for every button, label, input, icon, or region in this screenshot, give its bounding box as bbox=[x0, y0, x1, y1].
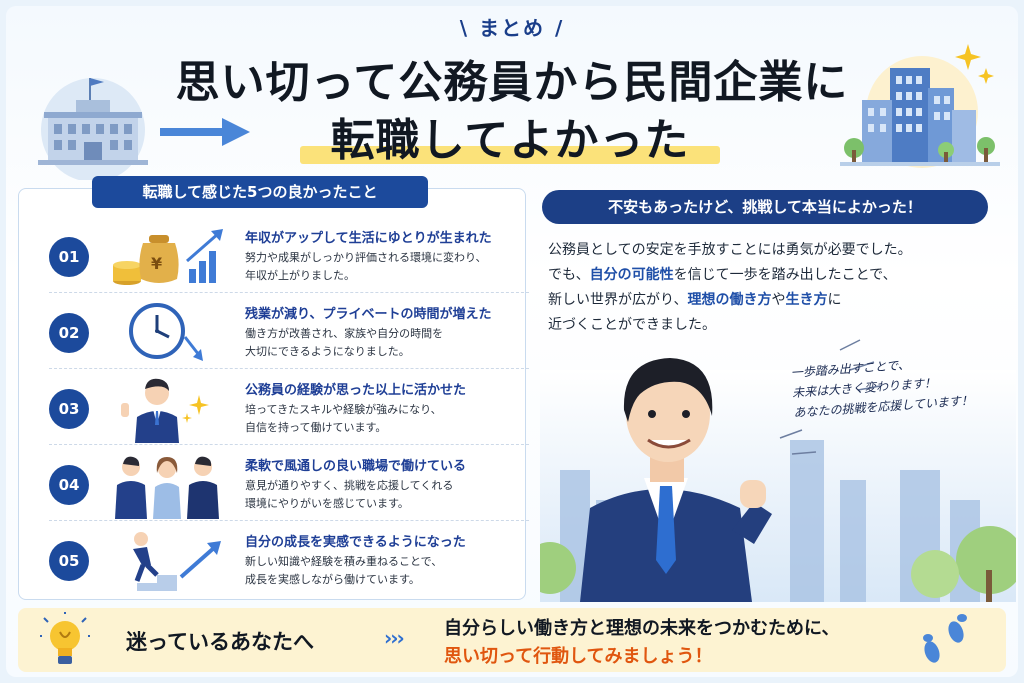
benefit-description-line2: 自信を持って働けています。 bbox=[245, 421, 387, 434]
benefit-item-4: 04 柔軟で風通しの良い職場で働けている 意見が通りやすく、挑戦を応援してくれる… bbox=[49, 445, 529, 521]
benefit-item-5: 05 自分の成長を実感できるようになった 新しい知識や経験を積み重ねることで、 … bbox=[49, 521, 529, 597]
benefit-heading: 年収がアップして生活にゆとりが生まれた bbox=[245, 231, 492, 246]
benefit-number: 03 bbox=[49, 389, 89, 429]
benefit-description-line2: 成長を実感しながら働けています。 bbox=[245, 573, 420, 586]
benefits-tag: 転職して感じた5つの良かったこと bbox=[92, 176, 428, 208]
benefit-description-line2: 環境にやりがいを感じています。 bbox=[245, 497, 409, 510]
message-emphasis: 生き方 bbox=[785, 292, 828, 308]
cta-line1: 自分らしい働き方と理想の未来をつかむために、 bbox=[444, 618, 840, 639]
message-text: 新しい世界が広がり、 bbox=[548, 292, 688, 308]
benefit-description-line1: 働き方が改善され、家族や自分の時間を bbox=[245, 327, 444, 340]
benefit-number: 05 bbox=[49, 541, 89, 581]
benefit-heading: 残業が減り、プライベートの時間が増えた bbox=[245, 307, 492, 322]
title-highlight bbox=[300, 146, 720, 164]
sparkle-right-icon: / bbox=[555, 16, 565, 40]
footprints-icon bbox=[923, 614, 967, 663]
message-line4: 近づくことができました。 bbox=[548, 317, 716, 333]
benefits-panel: 01 ¥ 年収がアップして生活にゆとりが生まれた 努力や成果がしっかり評価される… bbox=[18, 188, 529, 600]
arrow-right-icon bbox=[160, 118, 250, 146]
benefit-description-line1: 努力や成果がしっかり評価される環境に変わり、 bbox=[245, 251, 487, 264]
benefit-heading: 柔軟で風通しの良い職場で働けている bbox=[245, 459, 467, 474]
benefit-heading: 公務員の経験が思った以上に活かせた bbox=[245, 383, 467, 398]
benefit-description-line1: 意見が通りやすく、挑戦を応援してくれる bbox=[245, 479, 454, 492]
businessman-icon bbox=[121, 378, 209, 443]
benefit-description-line2: 大切にできるようになりました。 bbox=[245, 345, 410, 358]
message-text: を信じて一歩を踏み出したことで、 bbox=[673, 267, 897, 283]
message-tag: 不安もあったけど、挑戦して本当によかった！ bbox=[542, 190, 988, 224]
money-bag-icon: ¥ bbox=[113, 229, 223, 285]
message-text: や bbox=[771, 292, 786, 308]
climbing-stairs-icon bbox=[107, 532, 221, 591]
chevrons-right-icon: ››› bbox=[384, 626, 405, 650]
benefit-item-3: 03 公務員の経験が思った以上に活かせた 培ってきたスキルや経験が強みになり、 … bbox=[49, 369, 529, 445]
cta-banner bbox=[18, 608, 1006, 672]
benefit-description: 意見が通りやすく、挑戦を応援してくれる 環境にやりがいを感じています。 bbox=[245, 477, 535, 513]
benefit-number: 01 bbox=[49, 237, 89, 277]
message-body: 公務員としての安定を手放すことには勇気が必要でした。 でも、自分の可能性を信じて… bbox=[548, 238, 998, 338]
benefit-number: 04 bbox=[49, 465, 89, 505]
message-line3: 新しい世界が広がり、理想の働き方や生き方に bbox=[548, 288, 998, 313]
message-text: に bbox=[827, 292, 842, 308]
page-title-line1: 思い切って公務員から民間企業に bbox=[175, 57, 849, 108]
svg-text:¥: ¥ bbox=[151, 254, 162, 273]
message-line2: でも、自分の可能性を信じて一歩を踏み出したことで、 bbox=[548, 263, 998, 288]
kicker-text: まとめ bbox=[479, 16, 545, 40]
benefit-description-line2: 年収が上がりました。 bbox=[245, 269, 355, 282]
government-building-icon bbox=[38, 78, 148, 180]
page-title-line2-text: 転職してよかった bbox=[330, 115, 690, 166]
message-emphasis: 理想の働き方 bbox=[687, 292, 772, 308]
benefit-description: 努力や成果がしっかり評価される環境に変わり、 年収が上がりました。 bbox=[245, 249, 535, 285]
message-line1: 公務員としての安定を手放すことには勇気が必要でした。 bbox=[548, 242, 912, 258]
message-text: でも、 bbox=[548, 267, 590, 283]
benefit-item-1: 01 ¥ 年収がアップして生活にゆとりが生まれた 努力や成果がしっかり評価される… bbox=[49, 217, 529, 293]
benefit-item-2: 02 残業が減り、プライベートの時間が増えた 働き方が改善され、家族や自分の時間… bbox=[49, 293, 529, 369]
benefit-description-line1: 培ってきたスキルや経験が強みになり、 bbox=[245, 403, 442, 416]
benefit-heading: 自分の成長を実感できるようになった bbox=[245, 535, 466, 550]
page-title-line2: 転職してよかった bbox=[300, 104, 720, 168]
cta-line2: 思い切って行動してみましょう！ bbox=[444, 646, 713, 667]
benefit-description: 新しい知識や経験を積み重ねることで、 成長を実感しながら働けています。 bbox=[245, 553, 535, 589]
benefit-description: 培ってきたスキルや経験が強みになり、 自信を持って働けています。 bbox=[245, 401, 535, 437]
office-buildings-icon bbox=[840, 44, 1000, 168]
cta-audience: 迷っているあなたへ bbox=[126, 630, 314, 654]
hopeful-businessman-illustration bbox=[540, 339, 1016, 602]
benefit-description-line1: 新しい知識や経験を積み重ねることで、 bbox=[245, 555, 443, 568]
kicker: \ まとめ / bbox=[0, 12, 1024, 41]
clock-icon bbox=[129, 303, 203, 361]
sparkle-left-icon: \ bbox=[459, 16, 469, 40]
message-emphasis: 自分の可能性 bbox=[589, 267, 674, 283]
benefit-number: 02 bbox=[49, 313, 89, 353]
benefit-description: 働き方が改善され、家族や自分の時間を 大切にできるようになりました。 bbox=[245, 325, 535, 361]
lightbulb-icon bbox=[40, 612, 90, 664]
team-icon bbox=[115, 456, 219, 519]
